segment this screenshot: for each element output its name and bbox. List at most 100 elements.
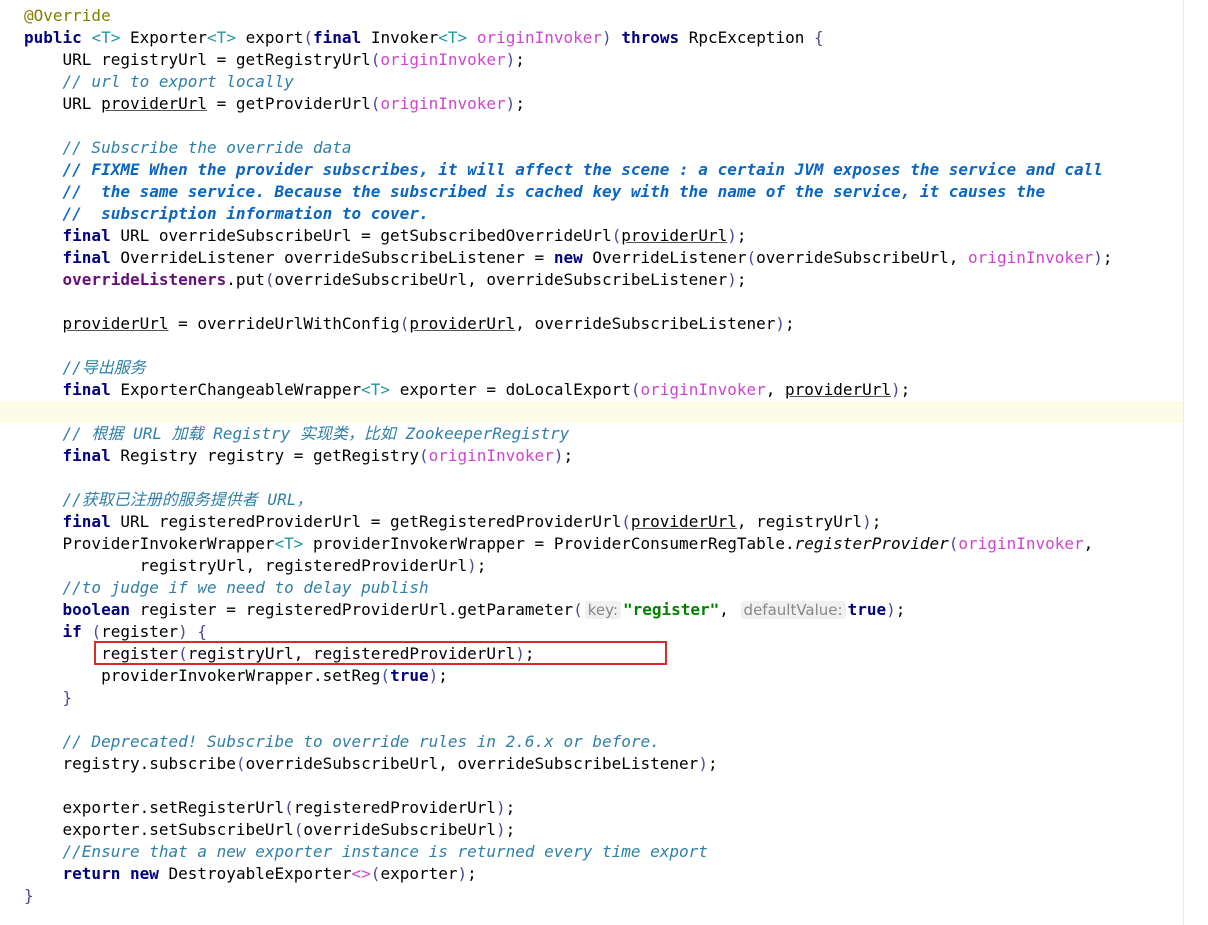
code-token [24, 732, 63, 751]
code-token: ; [736, 226, 747, 245]
code-token: // FIXME When the provider subscribes, i… [62, 160, 1103, 179]
code-line[interactable] [0, 401, 1183, 423]
code-line[interactable] [0, 291, 1183, 313]
code-token: ) [178, 622, 188, 641]
code-line[interactable]: URL providerUrl = getProviderUrl(originI… [0, 93, 1183, 115]
code-token: providerUrl [101, 94, 208, 113]
code-token [82, 28, 92, 47]
code-line[interactable]: registry.subscribe(overrideSubscribeUrl,… [0, 753, 1183, 775]
code-token: overrideSubscribeUrl [303, 820, 497, 839]
code-line[interactable]: // FIXME When the provider subscribes, i… [0, 159, 1183, 181]
code-token: , [1083, 534, 1094, 553]
code-line[interactable]: return new DestroyableExporter<>(exporte… [0, 863, 1183, 885]
code-line[interactable] [0, 115, 1183, 137]
code-token: ) [428, 666, 439, 685]
code-token [612, 28, 622, 47]
code-line[interactable]: registryUrl, registeredProviderUrl); [0, 555, 1183, 577]
code-line-text: //导出服务 [24, 357, 146, 379]
code-line-text: if (register) { [24, 621, 208, 643]
code-token [24, 842, 63, 861]
code-line-text: // 根据 URL 加载 Registry 实现类，比如 ZookeeperRe… [24, 423, 570, 445]
code-token: URL [24, 94, 102, 113]
code-token [24, 512, 63, 531]
code-token: <T> [274, 534, 304, 553]
code-token: ) [775, 314, 786, 333]
code-token: exporter.setRegisterUrl [24, 798, 285, 817]
code-token: final [62, 380, 111, 399]
code-line[interactable]: exporter.setRegisterUrl(registeredProvid… [0, 797, 1183, 819]
code-token: = overrideUrlWithConfig [168, 314, 400, 333]
code-token [24, 248, 63, 267]
code-line-text: providerInvokerWrapper.setReg(true); [24, 665, 448, 687]
code-token: originInvoker [380, 50, 506, 69]
code-line[interactable] [0, 709, 1183, 731]
code-token [24, 864, 63, 883]
code-token: ( [418, 446, 429, 465]
code-token: ) [553, 446, 564, 465]
code-token: final [313, 28, 362, 47]
code-line-text: providerUrl = overrideUrlWithConfig(prov… [24, 313, 795, 335]
code-token: // 根据 URL 加载 Registry 实现类，比如 ZookeeperRe… [62, 424, 570, 443]
code-token: ) [862, 512, 872, 531]
code-line[interactable]: ProviderInvokerWrapper<T> providerInvoke… [0, 533, 1183, 555]
code-token: URL registeredProviderUrl = getRegistere… [110, 512, 622, 531]
code-line[interactable] [0, 775, 1183, 797]
code-line[interactable] [0, 467, 1183, 489]
code-token: final [62, 248, 111, 267]
code-token: ; [515, 50, 525, 69]
code-token: //Ensure that a new exporter instance is… [62, 842, 708, 861]
code-token: ( [380, 666, 391, 685]
code-token [24, 622, 63, 641]
code-line[interactable]: //to judge if we need to delay publish [0, 577, 1183, 599]
code-line[interactable]: final URL registeredProviderUrl = getReg… [0, 511, 1183, 533]
code-line[interactable]: providerUrl = overrideUrlWithConfig(prov… [0, 313, 1183, 335]
code-token: register [24, 644, 179, 663]
code-line[interactable]: } [0, 885, 1183, 907]
code-line[interactable]: @Override [0, 5, 1183, 27]
code-line[interactable]: boolean register = registeredProviderUrl… [0, 599, 1183, 621]
code-line[interactable]: } [0, 687, 1183, 709]
code-line[interactable]: URL registryUrl = getRegistryUrl(originI… [0, 49, 1183, 71]
code-token: //导出服务 [62, 358, 146, 377]
code-token: ; [1102, 248, 1113, 267]
code-line[interactable] [0, 335, 1183, 357]
code-token [24, 160, 63, 179]
code-token: ( [630, 380, 641, 399]
code-line[interactable]: final URL overrideSubscribeUrl = getSubs… [0, 225, 1183, 247]
code-line[interactable]: final OverrideListener overrideSubscribe… [0, 247, 1183, 269]
code-token: ( [303, 28, 314, 47]
code-token: ) [886, 600, 896, 619]
code-line[interactable]: // the same service. Because the subscri… [0, 181, 1183, 203]
code-line-text: // the same service. Because the subscri… [24, 181, 1046, 203]
code-line[interactable]: //Ensure that a new exporter instance is… [0, 841, 1183, 863]
code-token: // url to export locally [62, 72, 294, 91]
code-token: , registryUrl [736, 512, 863, 531]
code-line[interactable]: if (register) { [0, 621, 1183, 643]
code-line[interactable]: providerInvokerWrapper.setReg(true); [0, 665, 1183, 687]
code-line[interactable]: // subscription information to cover. [0, 203, 1183, 225]
code-token: ) [727, 226, 737, 245]
code-line[interactable]: // Subscribe the override data [0, 137, 1183, 159]
code-line-text: } [24, 687, 73, 709]
code-line[interactable]: exporter.setSubscribeUrl(overrideSubscri… [0, 819, 1183, 841]
code-token: originInvoker [968, 248, 1094, 267]
code-line[interactable]: overrideListeners.put(overrideSubscribeU… [0, 269, 1183, 291]
code-line-text: // Deprecated! Subscribe to override rul… [24, 731, 660, 753]
code-token: ( [370, 50, 381, 69]
code-line[interactable]: final Registry registry = getRegistry(or… [0, 445, 1183, 467]
code-line[interactable]: // 根据 URL 加载 Registry 实现类，比如 ZookeeperRe… [0, 423, 1183, 445]
code-token: ( [611, 226, 622, 245]
code-line-text: // Subscribe the override data [24, 137, 352, 159]
code-token: ( [370, 864, 381, 883]
code-line[interactable]: final ExporterChangeableWrapper<T> expor… [0, 379, 1183, 401]
code-line[interactable]: public <T> Exporter<T> export(final Invo… [0, 27, 1183, 49]
code-token: <T> [438, 28, 468, 47]
code-line[interactable]: // Deprecated! Subscribe to override rul… [0, 731, 1183, 753]
code-line[interactable]: //导出服务 [0, 357, 1183, 379]
code-line[interactable]: //获取已注册的服务提供者 URL， [0, 489, 1183, 511]
code-line[interactable]: // url to export locally [0, 71, 1183, 93]
code-line[interactable]: register(registryUrl, registeredProvider… [0, 643, 1183, 665]
code-token: ; [736, 270, 747, 289]
code-token [24, 380, 63, 399]
